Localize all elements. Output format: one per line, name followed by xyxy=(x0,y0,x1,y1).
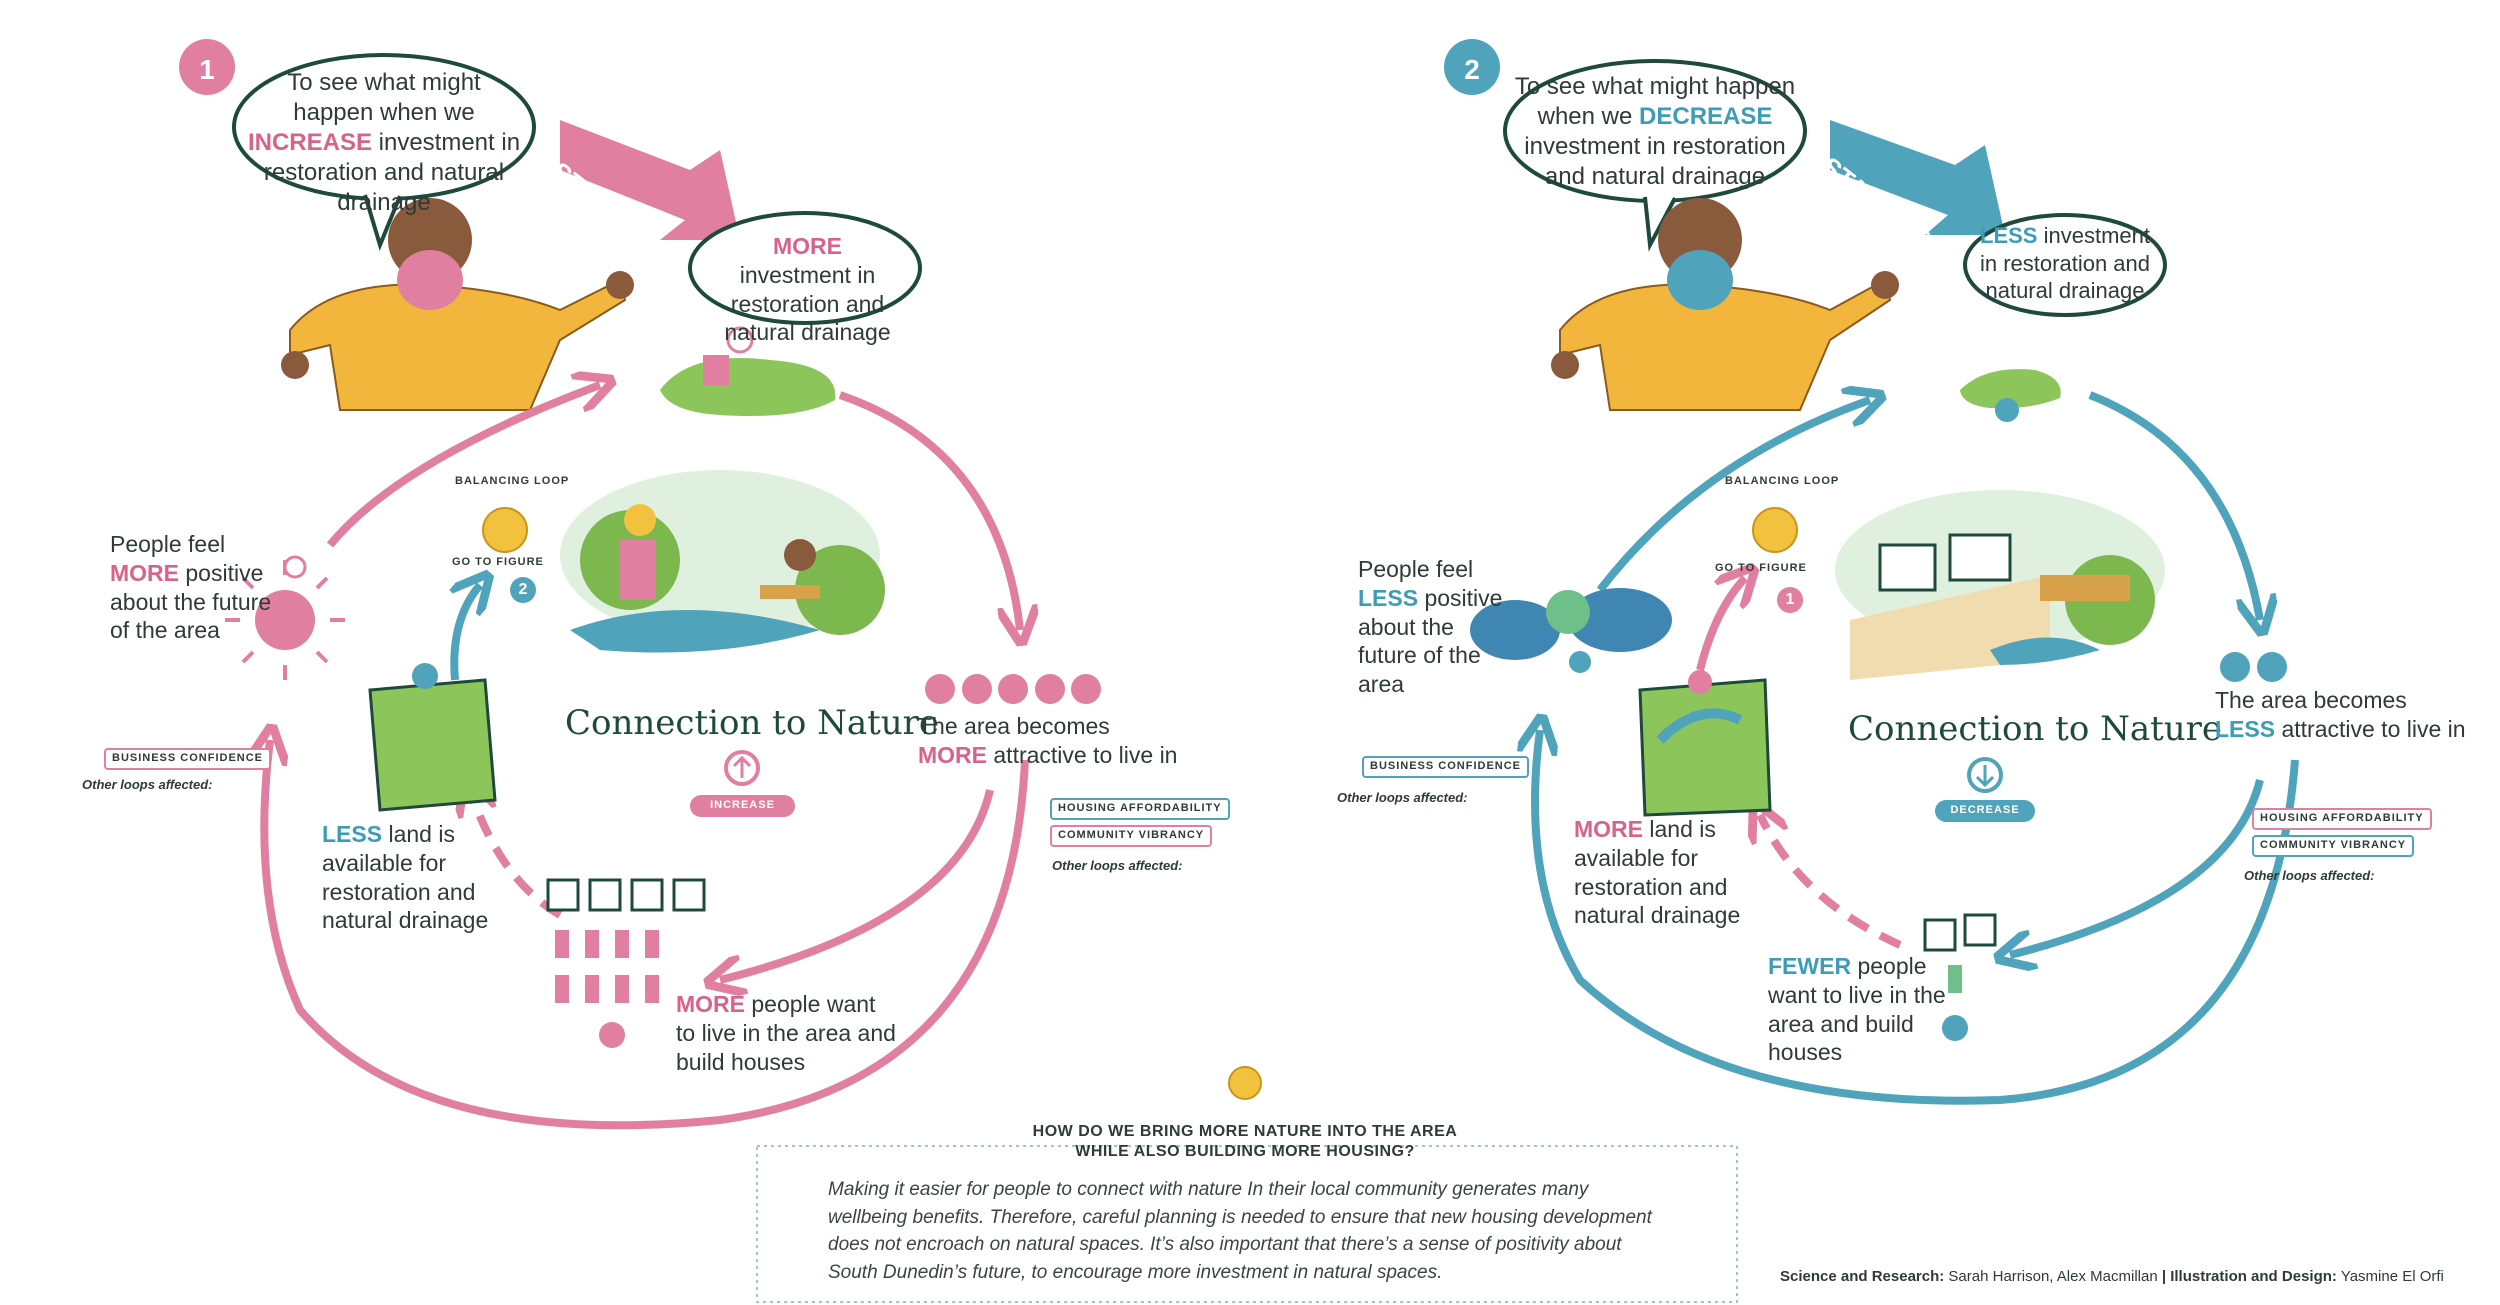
balancing-loop-icon-2 xyxy=(1752,507,1798,553)
increase-tag-label: INCREASE xyxy=(710,799,775,811)
community-vibrancy-tag-2: COMMUNITY VIBRANCY xyxy=(2252,835,2415,857)
decrease-tag-pill xyxy=(1935,800,2035,822)
question-box-border xyxy=(756,1145,1738,1303)
number-badge-2 xyxy=(1444,39,1500,95)
nature-scene-1 xyxy=(560,470,885,653)
investment-bubble-1 xyxy=(688,211,922,325)
other-loops-label-2: Other loops affected: xyxy=(1052,858,1183,873)
nature-scene-2 xyxy=(1835,490,2165,680)
question-title: HOW DO WE BRING MORE NATURE INTO THE ARE… xyxy=(1032,1123,1458,1160)
figure-link-badge-1 xyxy=(1777,587,1803,613)
business-confidence-tag-2: BUSINESS CONFIDENCE xyxy=(1362,756,1530,778)
go-to-figure-label-1: GO TO FIGURE xyxy=(452,556,544,568)
increase-tag-pill xyxy=(690,795,795,817)
number-label-1: 1 xyxy=(199,54,215,85)
number-label-2: 2 xyxy=(1464,54,1480,85)
happy-sun-icon xyxy=(225,555,345,680)
question-body: Making it easier for people to connect w… xyxy=(828,1179,1652,1283)
right-panel-art xyxy=(1444,39,2299,1105)
arc-land-to-loop-1 xyxy=(454,585,480,681)
investment-bubble-2 xyxy=(1963,213,2167,317)
housing-affordability-tag-2: HOUSING AFFORDABILITY xyxy=(2252,808,2432,830)
land-text-1: LESS land is available for restoration a… xyxy=(322,821,489,934)
arc-land-to-loop-2 xyxy=(1696,578,1745,671)
arc-invest-to-attractive-2 xyxy=(2088,391,2260,620)
arc-feel-to-invest-1 xyxy=(326,385,600,548)
land-text-2: MORE land is available for restoration a… xyxy=(1574,816,1741,929)
connection-title-1: Connection to Nature xyxy=(565,703,940,743)
investment-patch-2 xyxy=(1960,369,2061,422)
attractive-stars-1 xyxy=(925,674,1101,704)
business-confidence-tag-1: BUSINESS CONFIDENCE xyxy=(104,748,272,770)
investment-text-2: LESS investment in restoration and natur… xyxy=(1980,223,2150,303)
other-loops-label-4: Other loops affected: xyxy=(2244,868,2375,883)
arc-attractive-to-people-2 xyxy=(2010,779,2264,955)
attractive-stars-2 xyxy=(2220,652,2287,682)
go-to-figure-label-2: GO TO FIGURE xyxy=(1715,562,1807,574)
left-panel-art xyxy=(179,39,1101,1130)
arc-invest-to-attractive-1 xyxy=(838,391,1020,630)
credits-line: Science and Research: Sarah Harrison, Al… xyxy=(1780,1268,2444,1285)
decrease-tag-label: DECREASE xyxy=(1950,804,2020,816)
number-badge-1 xyxy=(179,39,235,95)
man-figure-1 xyxy=(281,198,634,411)
other-loops-label-3: Other loops affected: xyxy=(1337,790,1468,805)
go-to-figure-num-2[interactable]: 2 xyxy=(518,581,528,598)
question-loop-icon xyxy=(1228,1066,1262,1100)
start-here-ribbon-1 xyxy=(560,120,740,240)
man-figure-2 xyxy=(1551,198,1899,411)
other-loops-label-1: Other loops affected: xyxy=(82,777,213,792)
gloomy-cloud-icon xyxy=(1470,588,1672,673)
people-text-1: MORE people want to live in the area and… xyxy=(676,991,896,1075)
land-map-2 xyxy=(1638,670,1772,817)
balancing-loop-label-1: BALANCING LOOP xyxy=(455,475,570,487)
start-here-ribbon-2 xyxy=(1830,120,2005,235)
housing-affordability-tag-1: HOUSING AFFORDABILITY xyxy=(1050,798,1230,820)
speech-text-1: To see what might happen when we INCREAS… xyxy=(247,69,521,216)
arc-people-to-land-2 xyxy=(1760,815,1902,949)
arc-outer-loop-1 xyxy=(264,740,1029,1130)
houses-people-2 xyxy=(1923,913,1997,1041)
go-to-figure-num-1[interactable]: 1 xyxy=(1785,591,1795,608)
speech-text-2: To see what might happen when we DECREAS… xyxy=(1514,73,1796,190)
land-map-1 xyxy=(368,663,497,812)
balancing-loop-icon-1 xyxy=(482,507,528,553)
balancing-loop-label-2: BALANCING LOOP xyxy=(1725,475,1840,487)
community-vibrancy-tag-1: COMMUNITY VIBRANCY xyxy=(1050,825,1213,847)
investment-text-1: MORE investment in restoration and natur… xyxy=(724,233,891,346)
people-text-2: FEWER people want to live in the area an… xyxy=(1768,953,1946,1066)
arc-attractive-to-people-1 xyxy=(720,789,994,980)
arc-outer-loop-2 xyxy=(1535,730,2299,1105)
figure-link-badge-2 xyxy=(510,577,536,603)
arc-feel-to-invest-2 xyxy=(1596,400,1870,593)
investment-patch-1 xyxy=(660,326,836,416)
connection-title-2: Connection to Nature xyxy=(1848,709,2223,749)
houses-people-1 xyxy=(546,878,706,1048)
